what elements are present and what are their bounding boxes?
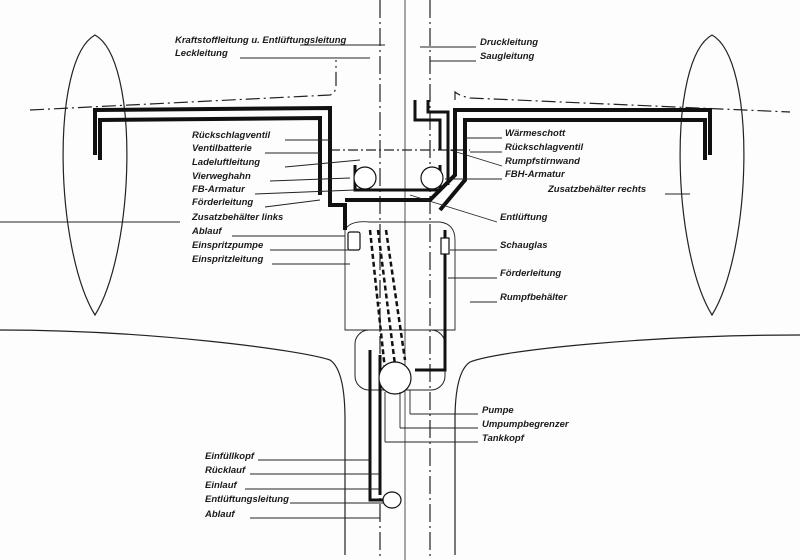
label-left-3: Vierweghahn bbox=[192, 171, 251, 182]
label-right-8: Rumpfbehälter bbox=[500, 292, 568, 303]
filler-head bbox=[382, 491, 402, 509]
fbh-armature-gauge bbox=[420, 166, 444, 190]
injection-pump bbox=[347, 231, 361, 251]
fuselage-tank bbox=[344, 221, 456, 331]
left-wing-edge bbox=[29, 60, 337, 111]
pump bbox=[378, 361, 412, 395]
label-right-7: Förderleitung bbox=[500, 268, 562, 279]
sight-glass bbox=[440, 237, 450, 255]
label-right-4: Zusatzbehälter rechts bbox=[548, 184, 647, 195]
left-trailing-edge bbox=[0, 329, 346, 555]
tank-feed-line bbox=[415, 230, 447, 372]
left-feed-line bbox=[93, 105, 347, 230]
label-bottom-2: Einlauf bbox=[205, 480, 237, 491]
label-left-7: Ablauf bbox=[192, 226, 222, 237]
label-left-6: Zusatzbehälter links bbox=[192, 212, 284, 223]
left-return-line bbox=[98, 115, 322, 195]
label-right-5: Entlüftung bbox=[500, 212, 548, 223]
right-feed-line bbox=[345, 108, 712, 202]
label-pressure-line: Druckleitung bbox=[480, 37, 539, 48]
label-left-9: Einspritzleitung bbox=[192, 254, 264, 265]
label-suction-line: Saugleitung bbox=[480, 51, 535, 62]
label-bottom-1: Rücklauf bbox=[205, 465, 246, 476]
label-left-4: FB-Armatur bbox=[192, 184, 245, 195]
dashed-line-3 bbox=[384, 229, 407, 361]
right-return-line bbox=[438, 118, 707, 212]
dashed-line-1 bbox=[368, 229, 387, 371]
label-tank-2: Tankkopf bbox=[482, 433, 524, 444]
dashed-line-2 bbox=[376, 229, 397, 366]
label-right-0: Wärmeschott bbox=[505, 128, 566, 139]
label-left-1: Ventilbatterie bbox=[192, 143, 252, 154]
label-bottom-0: Einfüllkopf bbox=[205, 451, 255, 462]
label-right-3: FBH-Armatur bbox=[505, 169, 565, 180]
label-tank-1: Umpumpbegrenzer bbox=[482, 419, 569, 430]
right-wing-edge bbox=[454, 90, 791, 113]
label-bottom-3: Entlüftungsleitung bbox=[205, 494, 289, 505]
right-wing-tank bbox=[679, 34, 745, 317]
label-leak-line: Leckleitung bbox=[175, 48, 228, 59]
label-left-5: Förderleitung bbox=[192, 197, 254, 208]
right-trailing-edge bbox=[454, 334, 800, 555]
label-tank-0: Pumpe bbox=[482, 405, 514, 416]
label-left-2: Ladeluftleitung bbox=[192, 157, 261, 168]
fb-armature-gauge bbox=[353, 166, 377, 190]
label-left-8: Einspritzpumpe bbox=[192, 240, 264, 251]
label-right-1: Rückschlagventil bbox=[505, 142, 584, 153]
label-right-6: Schauglas bbox=[500, 240, 548, 251]
pressure-line bbox=[413, 100, 442, 150]
filler-line bbox=[368, 350, 385, 502]
label-right-2: Rumpfstirnwand bbox=[505, 156, 580, 167]
left-wing-tank bbox=[62, 34, 128, 317]
label-bottom-4: Ablauf bbox=[205, 509, 235, 520]
label-fuel-and-vent-line: Kraftstoffleitung u. Entlüftungsleitung bbox=[175, 35, 347, 46]
label-left-0: Rückschlagventil bbox=[192, 130, 271, 141]
suction-line bbox=[426, 100, 450, 185]
